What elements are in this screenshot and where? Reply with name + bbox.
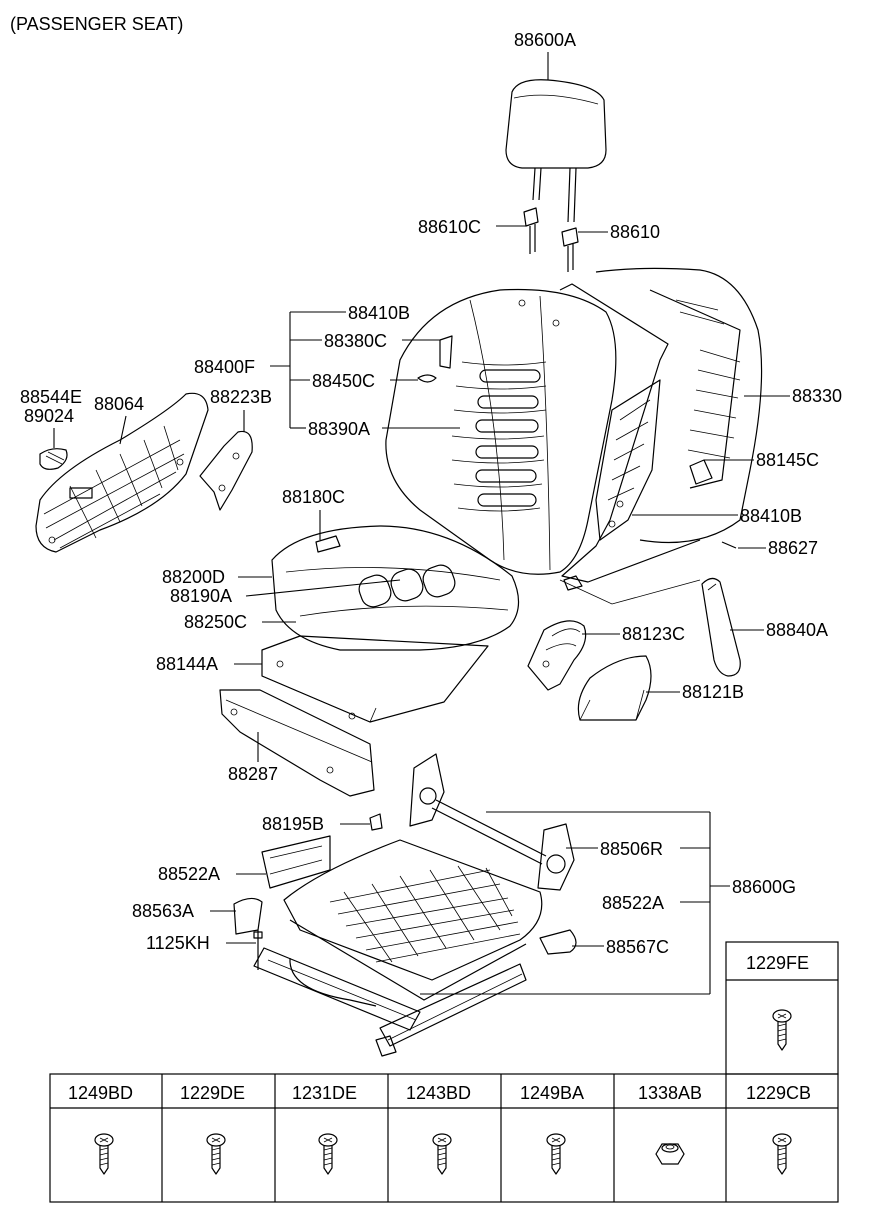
screw-icon xyxy=(432,1133,452,1175)
label-88180C: 88180C xyxy=(282,487,345,507)
label-88610C: 88610C xyxy=(418,217,481,237)
clip-88627-drawing xyxy=(721,541,737,549)
header-1229CB: 1229CB xyxy=(746,1083,811,1103)
bracket-88600G xyxy=(420,811,730,995)
label-1125KH: 1125KH xyxy=(146,933,210,953)
leader-88190A xyxy=(245,579,401,597)
label-88190A: 88190A xyxy=(170,586,232,606)
screw-icon xyxy=(772,1009,792,1051)
header-1229FE: 1229FE xyxy=(746,953,809,973)
label-88600A: 88600A xyxy=(514,30,576,50)
label-88450C: 88450C xyxy=(312,371,375,391)
label-88610: 88610 xyxy=(610,222,660,242)
screw-icon xyxy=(546,1133,566,1175)
label-88145C: 88145C xyxy=(756,450,819,470)
seatback-frame-drawing xyxy=(559,267,763,605)
side-cover-drawing xyxy=(35,392,209,553)
seat-cushion-drawing xyxy=(271,525,520,651)
header-1231DE: 1231DE xyxy=(292,1083,357,1103)
label-88380C: 88380C xyxy=(324,331,387,351)
label-88544E: 88544E xyxy=(20,387,82,407)
label-88390A: 88390A xyxy=(308,419,370,439)
bracket-88223B-drawing xyxy=(199,430,253,511)
label-88250C: 88250C xyxy=(184,612,247,632)
part-88450C-drawing xyxy=(417,374,437,383)
label-88287: 88287 xyxy=(228,764,278,784)
label-88223B: 88223B xyxy=(210,387,272,407)
headrest-drawing xyxy=(505,79,607,223)
label-88522A-a: 88522A xyxy=(158,864,220,884)
seat-pan-drawing xyxy=(261,635,489,723)
label-88195B: 88195B xyxy=(262,814,324,834)
label-89024: 89024 xyxy=(24,406,74,426)
diagram-title: (PASSENGER SEAT) xyxy=(10,14,183,34)
headrest-guide-drawing xyxy=(523,207,579,272)
label-88123C: 88123C xyxy=(622,624,685,644)
screw-icon xyxy=(772,1133,792,1175)
header-1249BD: 1249BD xyxy=(68,1083,133,1103)
label-88144A: 88144A xyxy=(156,654,218,674)
label-88121B: 88121B xyxy=(682,682,744,702)
label-88410B-b: 88410B xyxy=(740,506,802,526)
seatback-cushion-drawing xyxy=(385,288,617,575)
label-88522A-b: 88522A xyxy=(602,893,664,913)
label-88600G: 88600G xyxy=(732,877,796,897)
header-1338AB: 1338AB xyxy=(638,1083,702,1103)
screw-icon xyxy=(94,1133,114,1175)
seat-track-drawing xyxy=(233,753,577,1057)
screw-icon xyxy=(206,1133,226,1175)
header-1243BD: 1243BD xyxy=(406,1083,471,1103)
label-88627: 88627 xyxy=(768,538,818,558)
label-88200D: 88200D xyxy=(162,567,225,587)
screw-icon xyxy=(318,1133,338,1175)
label-88563A: 88563A xyxy=(132,901,194,921)
bracket-88123C-drawing xyxy=(527,620,587,691)
label-88840A: 88840A xyxy=(766,620,828,640)
label-88330: 88330 xyxy=(792,386,842,406)
bracket-88400F xyxy=(270,311,346,429)
label-88400F: 88400F xyxy=(194,357,255,377)
label-88410B-a: 88410B xyxy=(348,303,410,323)
label-88567C: 88567C xyxy=(606,937,669,957)
header-1229DE: 1229DE xyxy=(180,1083,245,1103)
label-88506R: 88506R xyxy=(600,839,663,859)
label-88064: 88064 xyxy=(94,394,144,414)
leader-88064 xyxy=(119,415,127,445)
fastener-table xyxy=(49,941,839,1203)
lever-88840A-drawing xyxy=(701,577,741,677)
front-trim-drawing xyxy=(219,689,375,797)
nut-icon xyxy=(655,1143,685,1165)
header-1249BA: 1249BA xyxy=(520,1083,584,1103)
cover-88121B-drawing xyxy=(577,655,652,721)
